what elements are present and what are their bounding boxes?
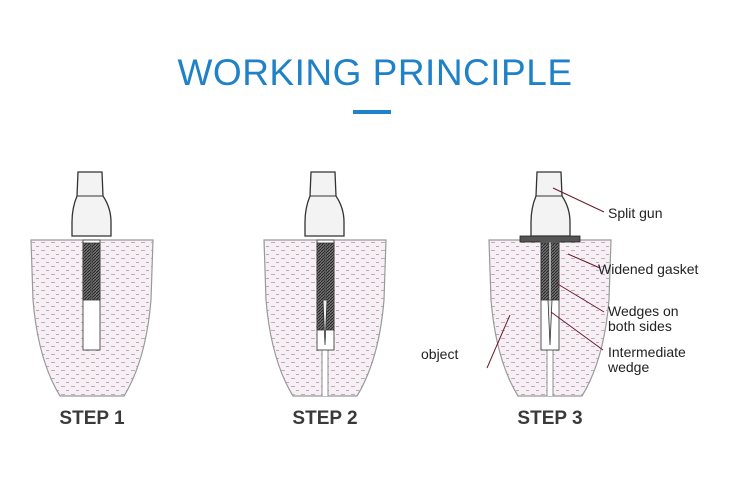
wedge-right bbox=[550, 242, 560, 301]
callout-wedges-line1: Wedges on bbox=[608, 303, 679, 319]
title-underline bbox=[353, 110, 391, 114]
callout-line-split-gun bbox=[552, 187, 605, 213]
callout-widened-gasket: Widened gasket bbox=[598, 261, 699, 277]
widened-gasket bbox=[519, 235, 581, 243]
intermediate-wedge bbox=[322, 299, 328, 346]
callout-line-widened-gasket bbox=[567, 253, 601, 269]
page-title: WORKING PRINCIPLE bbox=[177, 52, 573, 93]
wedge-right bbox=[91, 242, 101, 301]
callout-line-object bbox=[486, 314, 511, 369]
step-2-label: STEP 2 bbox=[292, 408, 358, 429]
step-2-figure bbox=[263, 171, 387, 397]
wedge-left bbox=[82, 242, 92, 301]
wedge-left bbox=[316, 242, 326, 331]
callout-line-intermediate bbox=[550, 311, 604, 351]
split-gun-head bbox=[530, 171, 571, 237]
step-1-figure bbox=[30, 171, 154, 397]
step-3-label: STEP 3 bbox=[517, 408, 583, 429]
wedge-left bbox=[540, 242, 550, 301]
callout-split-gun: Split gun bbox=[608, 205, 663, 221]
callout-intermediate-line1: Intermediate bbox=[608, 344, 686, 360]
split-gun-head bbox=[71, 171, 112, 237]
callout-line-wedges bbox=[555, 282, 605, 313]
callout-intermediate-line2: wedge bbox=[608, 359, 650, 375]
intermediate-wedge bbox=[547, 299, 553, 346]
callout-object: object bbox=[421, 346, 459, 362]
split-gun-head bbox=[304, 171, 345, 237]
callout-wedges-line2: both sides bbox=[608, 318, 672, 334]
wedge-right bbox=[325, 242, 335, 331]
step-3-figure bbox=[486, 171, 612, 397]
step-1-label: STEP 1 bbox=[59, 408, 125, 429]
